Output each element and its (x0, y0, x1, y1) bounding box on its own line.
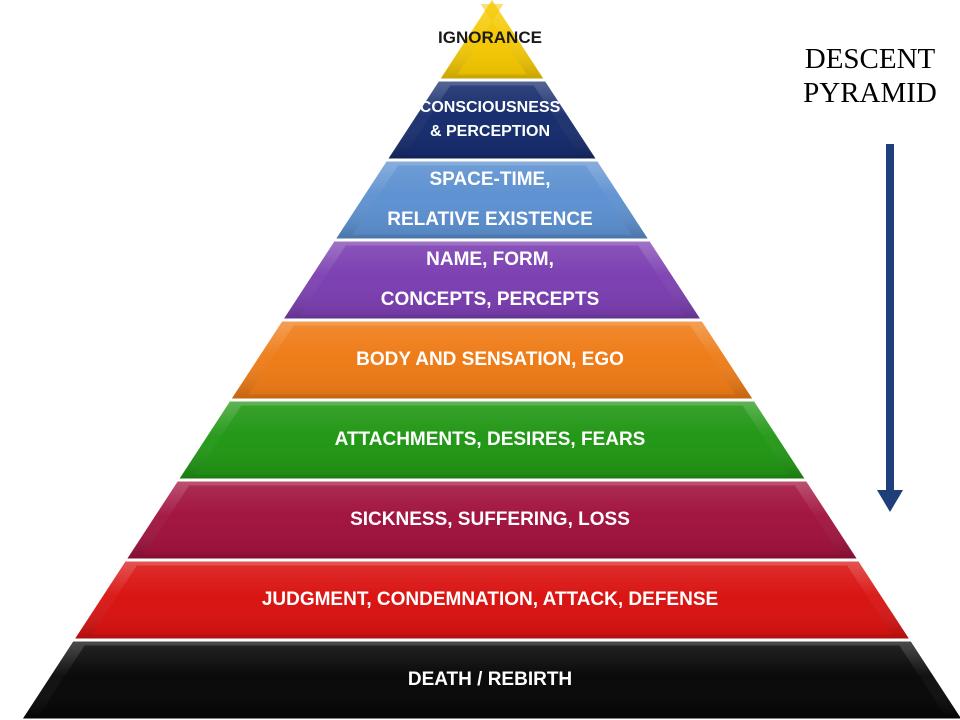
descent-arrow (877, 144, 903, 512)
tier-7-label-line-1: SICKNESS, SUFFERING, LOSS (350, 509, 630, 530)
tier-5-label: BODY AND SENSATION, EGO (190, 348, 790, 372)
tier-2-label-line-2: & PERCEPTION (429, 123, 550, 140)
tier-2-label: CONSCIOUSNESS & PERCEPTION (190, 96, 790, 144)
tier-9-label: DEATH / REBIRTH (190, 668, 790, 692)
tier-5-label-line-1: BODY AND SENSATION, EGO (356, 349, 624, 370)
tier-8-label: JUDGMENT, CONDEMNATION, ATTACK, DEFENSE (190, 588, 790, 612)
tier-8-face (91, 565, 893, 635)
tier-2-label-line-1: CONSCIOUSNESS (419, 99, 561, 116)
tier-5-face (248, 325, 736, 395)
tier-4-face (300, 245, 684, 315)
arrow-shaft (886, 144, 894, 494)
tier-6-label-line-1: ATTACHMENTS, DESIRES, FEARS (334, 429, 646, 450)
tier-9-label-line-1: DEATH / REBIRTH (407, 669, 573, 690)
tier-6-face (196, 405, 788, 475)
tier-7-face (144, 485, 840, 555)
tier-3-label-line-1: SPACE-TIME, (429, 169, 551, 190)
tier-3-label: SPACE-TIME, RELATIVE EXISTENCE (190, 160, 790, 240)
title-line-1: DESCENT (804, 43, 936, 75)
tier-4-label: NAME, FORM, CONCEPTS, PERCEPTS (190, 240, 790, 320)
tier-9-face (39, 645, 945, 715)
title-line-2: PYRAMID (803, 77, 937, 109)
tier-1-label: IGNORANCE (190, 26, 790, 50)
tier-4-label-line-1: NAME, FORM, (426, 249, 554, 270)
arrow-head (877, 490, 903, 512)
tier-7-label: SICKNESS, SUFFERING, LOSS (190, 508, 790, 532)
tier-1-face (457, 4, 527, 75)
tier-2-face (405, 85, 579, 155)
diagram-title: DESCENT PYRAMID (790, 42, 950, 110)
tier-3-face (352, 165, 632, 235)
tier-8-label-line-1: JUDGMENT, CONDEMNATION, ATTACK, DEFENSE (261, 589, 719, 610)
tier-4-label-line-2: CONCEPTS, PERCEPTS (380, 289, 600, 310)
tier-6-label: ATTACHMENTS, DESIRES, FEARS (190, 428, 790, 452)
tier-3-label-line-2: RELATIVE EXISTENCE (387, 209, 593, 230)
tier-1-label-line-1: IGNORANCE (438, 28, 542, 47)
